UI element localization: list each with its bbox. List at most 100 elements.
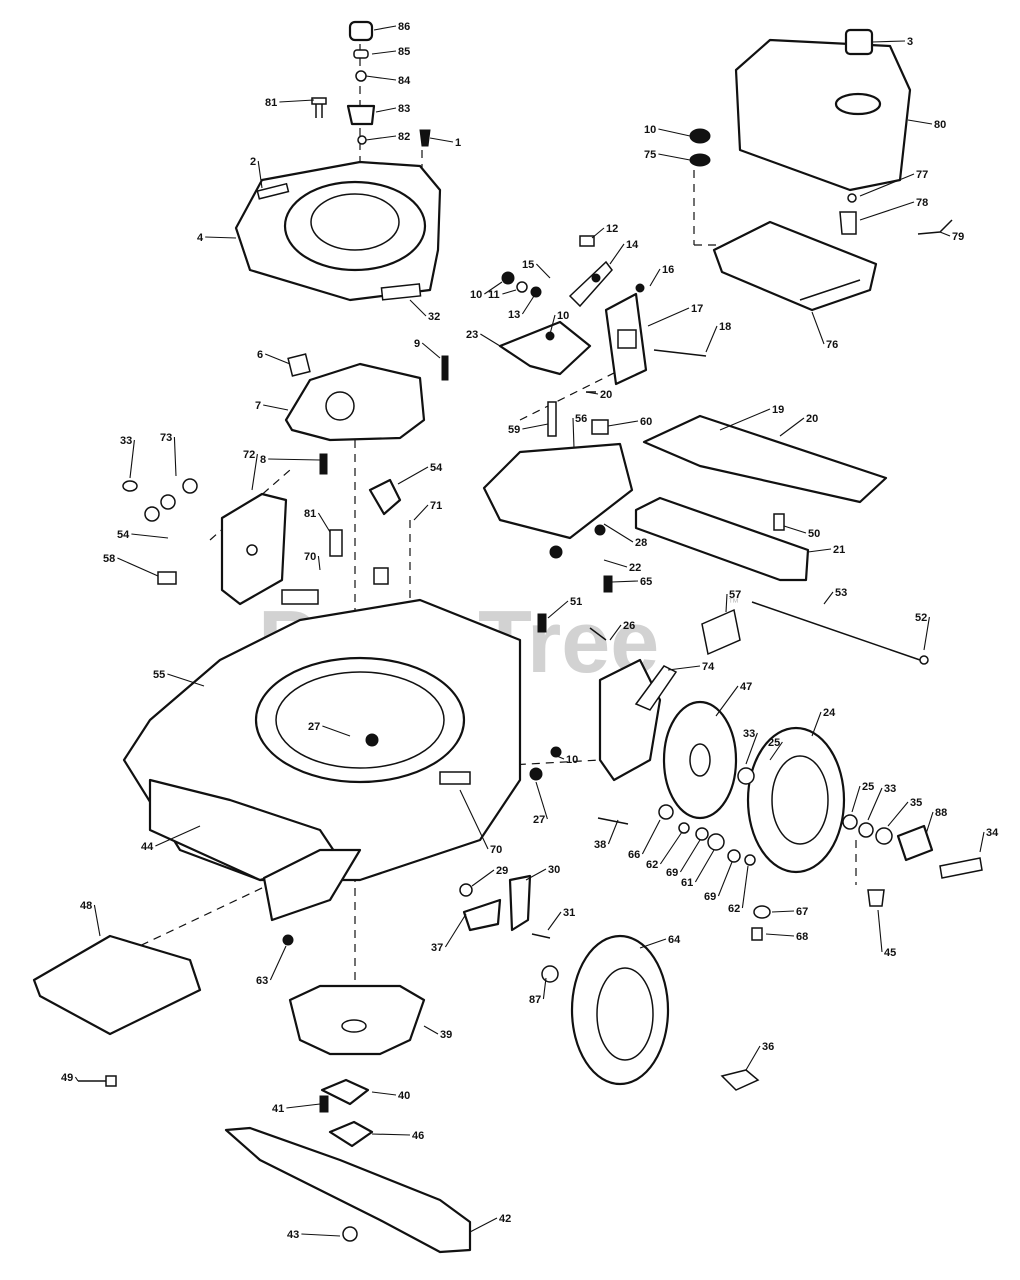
callout-88: 88 xyxy=(935,807,947,819)
callout-10-bracket: 10 xyxy=(470,289,482,301)
callout-80: 80 xyxy=(934,119,946,131)
callout-62-right: 62 xyxy=(728,903,740,915)
callout-26: 26 xyxy=(623,620,635,632)
callout-28-leader xyxy=(603,523,634,543)
callout-69-left-leader xyxy=(679,839,701,873)
callout-81-mid-leader xyxy=(317,512,331,533)
callout-84-leader xyxy=(365,75,397,81)
callout-12: 12 xyxy=(606,223,618,235)
callout-54-left: 54 xyxy=(117,529,130,541)
engine-plate xyxy=(284,353,449,475)
callout-40-leader xyxy=(371,1091,397,1096)
callout-33-wheel: 33 xyxy=(743,728,755,740)
callout-66-leader xyxy=(641,819,661,855)
callout-27-deck-leader xyxy=(322,725,351,737)
callout-42: 42 xyxy=(499,1213,511,1225)
callout-10-tank-leader xyxy=(658,128,691,137)
callout-56: 56 xyxy=(575,413,587,425)
callout-51: 51 xyxy=(570,596,582,608)
callout-30: 30 xyxy=(548,864,560,876)
callout-41-leader xyxy=(286,1103,321,1109)
callout-33-right-leader xyxy=(867,787,883,821)
callout-62-left: 62 xyxy=(646,859,658,871)
callout-83: 83 xyxy=(398,103,410,115)
callout-60: 60 xyxy=(640,416,652,428)
callout-25-right-leader xyxy=(851,785,861,813)
tank-bracket xyxy=(712,220,878,312)
callout-44: 44 xyxy=(141,841,154,853)
callout-70-upper: 70 xyxy=(304,551,316,563)
callout-72-leader xyxy=(251,453,258,491)
callout-69-right-leader xyxy=(717,861,733,897)
callout-67-leader xyxy=(771,910,795,913)
callout-57: 57 xyxy=(729,589,741,601)
callout-10-tank: 10 xyxy=(644,124,656,136)
callout-25-right: 25 xyxy=(862,781,874,793)
mower-deck xyxy=(122,598,522,922)
callout-68: 68 xyxy=(796,931,808,943)
callout-69-right: 69 xyxy=(704,891,716,903)
callout-87-leader xyxy=(542,977,547,1000)
callout-88-leader xyxy=(925,811,934,835)
callout-10-bracket-leader xyxy=(484,281,503,295)
callout-7: 7 xyxy=(255,400,261,412)
callout-27-lower-leader xyxy=(535,781,548,820)
callout-24: 24 xyxy=(823,707,836,719)
rear-wheel-assembly xyxy=(662,700,983,941)
callout-2-leader xyxy=(257,160,263,189)
callout-3: 3 xyxy=(907,36,913,48)
callout-16-leader xyxy=(649,268,661,287)
callout-27-lower: 27 xyxy=(533,814,545,826)
callout-1-leader xyxy=(429,137,454,143)
callout-20-lower-leader xyxy=(779,417,805,437)
callout-75-leader xyxy=(658,153,691,161)
callout-23-leader xyxy=(480,333,501,347)
callout-23: 23 xyxy=(466,329,478,341)
callout-70-lower: 70 xyxy=(490,844,502,856)
blade-assembly xyxy=(224,984,760,1254)
callout-80-leader xyxy=(907,119,933,125)
callout-40: 40 xyxy=(398,1090,410,1102)
callout-87: 87 xyxy=(529,994,541,1006)
callout-25-left-leader xyxy=(769,741,783,761)
callout-14: 14 xyxy=(626,239,639,251)
callout-29: 29 xyxy=(496,865,508,877)
callout-8: 8 xyxy=(260,454,266,466)
callout-81-top-leader xyxy=(279,99,315,103)
callout-12-leader xyxy=(591,227,605,239)
callout-2: 2 xyxy=(250,156,256,168)
callout-4-leader xyxy=(205,236,237,239)
callout-20-upper-leader xyxy=(585,391,599,395)
callout-78: 78 xyxy=(916,197,928,209)
callout-84: 84 xyxy=(398,75,411,87)
callout-15: 15 xyxy=(522,259,534,271)
callout-46: 46 xyxy=(412,1130,424,1142)
callout-50-leader xyxy=(783,525,807,534)
callout-63-leader xyxy=(269,945,287,981)
callout-59-leader xyxy=(522,423,549,430)
callout-13: 13 xyxy=(508,309,520,321)
callout-75: 75 xyxy=(644,149,656,161)
callout-29-leader xyxy=(471,869,495,887)
callout-43: 43 xyxy=(287,1229,299,1241)
callout-85: 85 xyxy=(398,46,410,58)
callout-18: 18 xyxy=(719,321,731,333)
callout-43-leader xyxy=(301,1233,341,1237)
callout-17: 17 xyxy=(691,303,703,315)
callout-58-leader xyxy=(117,557,159,577)
callout-56-leader xyxy=(572,417,575,449)
callout-11: 11 xyxy=(488,289,500,301)
callout-82-leader xyxy=(365,135,397,141)
callout-33-wheel-leader xyxy=(745,732,758,765)
callout-71: 71 xyxy=(430,500,442,512)
callout-74: 74 xyxy=(702,661,715,673)
callout-38: 38 xyxy=(594,839,606,851)
callout-9: 9 xyxy=(414,338,420,350)
callout-47: 47 xyxy=(740,681,752,693)
blower-housing xyxy=(234,160,442,302)
callout-17-leader xyxy=(647,307,690,327)
callout-53: 53 xyxy=(835,587,847,599)
callout-60-leader xyxy=(607,420,639,427)
